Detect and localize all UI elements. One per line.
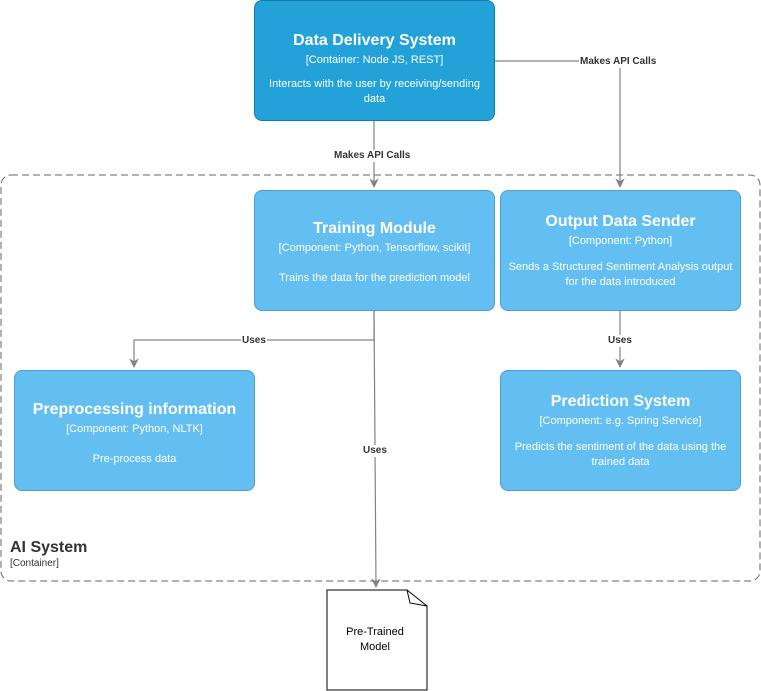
training-module-box[interactable]: Training Module [Component: Python, Tens…: [254, 190, 495, 311]
ai-system-boundary: [0, 174, 761, 582]
pre-trained-model-line2: Model: [360, 641, 390, 653]
edge-label-training-to-preprocessing: Uses: [241, 335, 267, 347]
preprocessing-description: Pre-process data: [92, 453, 177, 465]
prediction-system-description: Predicts the sentiment of the data using…: [514, 441, 727, 468]
data-delivery-description: Interacts with the user by receiving/sen…: [269, 78, 480, 105]
edge-label-output-to-prediction: Uses: [607, 335, 633, 347]
output-data-sender-title: Output Data Sender: [545, 213, 696, 230]
edge-label-delivery-to-output: Makes API Calls: [579, 56, 658, 68]
ai-system-title: AI System: [10, 539, 88, 556]
training-module-kind: [Component: Python, Tensorflow, scikit]: [278, 242, 471, 254]
output-data-sender-description: Sends a Structured Sentiment Analysis ou…: [508, 261, 733, 288]
document-fold: [406, 589, 428, 607]
training-module-description: Trains the data for the prediction model: [279, 272, 470, 284]
edge-label-training-to-model: Uses: [362, 445, 388, 457]
pre-trained-model-line1: Pre-Trained: [346, 626, 404, 638]
training-module-title: Training Module: [313, 220, 436, 237]
edge-label-delivery-to-training: Makes API Calls: [333, 150, 412, 162]
output-data-sender-box[interactable]: Output Data Sender [Component: Python] S…: [500, 190, 741, 311]
prediction-system-kind: [Component: e.g. Spring Service]: [539, 415, 702, 427]
output-data-sender-kind: [Component: Python]: [568, 235, 673, 247]
pre-trained-model-label[interactable]: Pre-Trained Model: [327, 625, 423, 655]
data-delivery-kind: [Container: Node JS, REST]: [305, 54, 444, 66]
data-delivery-system-box[interactable]: Data Delivery System [Container: Node JS…: [254, 0, 495, 121]
prediction-system-box[interactable]: Prediction System [Component: e.g. Sprin…: [500, 370, 741, 491]
pre-trained-model-document: [326, 589, 428, 691]
preprocessing-kind: [Component: Python, NLTK]: [66, 423, 203, 435]
data-delivery-title: Data Delivery System: [293, 32, 456, 49]
preprocessing-box[interactable]: Preprocessing information [Component: Py…: [14, 370, 255, 491]
preprocessing-title: Preprocessing information: [32, 401, 237, 418]
prediction-system-title: Prediction System: [550, 393, 691, 410]
edge-delivery-to-output: [494, 60, 625, 188]
ai-system-kind: [Container]: [10, 558, 59, 569]
